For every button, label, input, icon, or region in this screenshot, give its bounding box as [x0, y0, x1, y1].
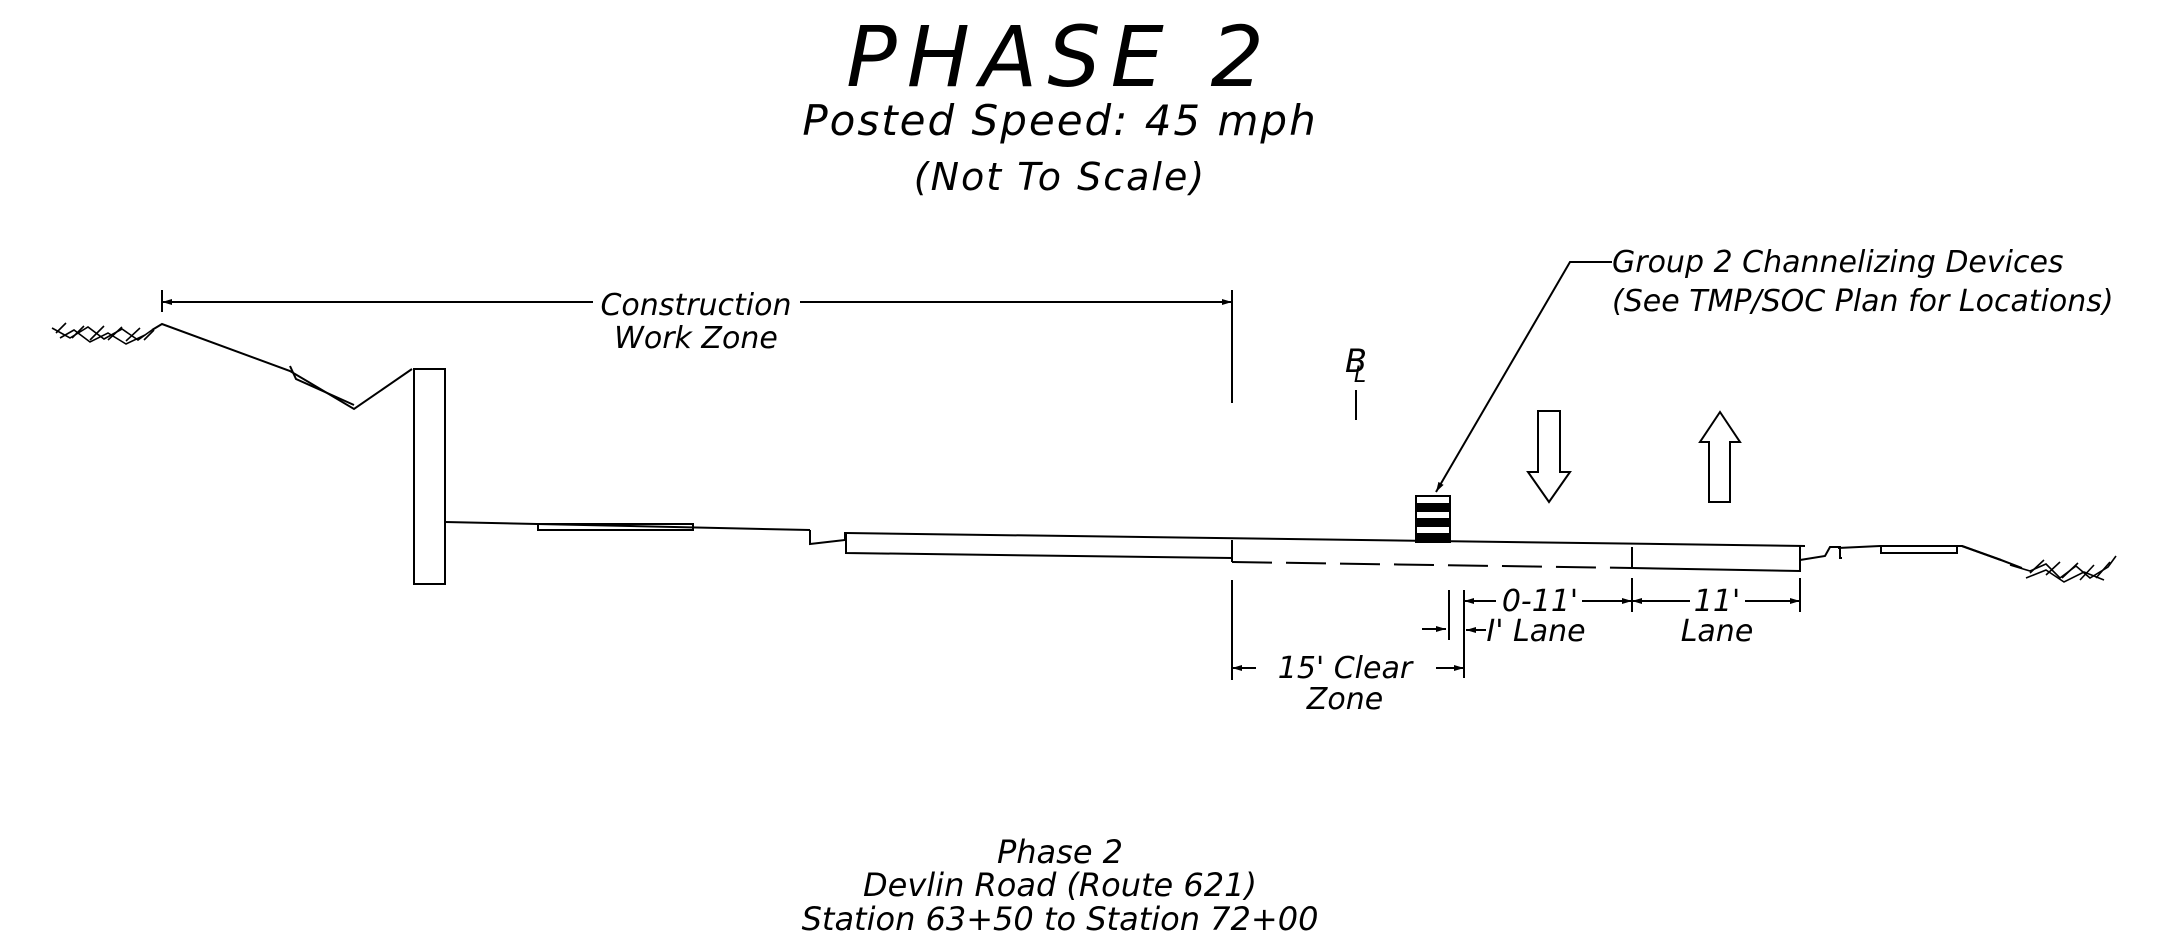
clear-zone-dimension: [1232, 626, 1464, 671]
northbound-arrow-icon: [1698, 410, 1742, 503]
lane2-label: Lane: [1681, 614, 1754, 649]
lane1-width: 0-11': [1502, 584, 1578, 619]
centerline-mark: B: [1345, 342, 1367, 380]
work-zone-extents: [161, 290, 1233, 403]
lane-extension-lines: [1231, 578, 1801, 680]
left-curb: [809, 530, 846, 546]
left-slope: [151, 322, 413, 411]
channelizing-device: [1415, 495, 1451, 543]
posted-speed: Posted Speed: 45 mph: [802, 96, 1317, 145]
footer-phase: Phase 2: [997, 833, 1123, 871]
footer-stations: Station 63+50 to Station 72+00: [802, 900, 1319, 938]
work-zone-label-line2: Work Zone: [614, 321, 778, 356]
footer-road: Devlin Road (Route 621): [863, 866, 1257, 904]
main-pavement: [845, 532, 1806, 573]
lane2-width: 11': [1694, 584, 1740, 619]
left-shoulder: [444, 521, 811, 531]
centerline-sub: L: [1354, 363, 1366, 388]
southbound-arrow-icon: [1526, 410, 1572, 504]
retaining-wall: [413, 368, 446, 585]
right-curb: [1799, 545, 2002, 561]
devices-leader: [1435, 261, 1612, 493]
work-zone-label-line1: Construction: [600, 288, 791, 323]
clear-zone-line1: 15' Clear: [1278, 651, 1414, 686]
right-slope: [1961, 545, 2023, 569]
phase-title: PHASE 2: [846, 8, 1274, 106]
devices-label-line2: (See TMP/SOC Plan for Locations): [1612, 284, 2114, 319]
devices-label-line1: Group 2 Channelizing Devices: [1612, 245, 2064, 280]
scale-note: (Not To Scale): [914, 155, 1206, 199]
left-slope-hatch: [51, 322, 155, 345]
lane1-label: I' Lane: [1486, 614, 1585, 649]
right-slope-hatch: [2009, 555, 2117, 583]
clear-zone-line2: Zone: [1306, 682, 1383, 717]
